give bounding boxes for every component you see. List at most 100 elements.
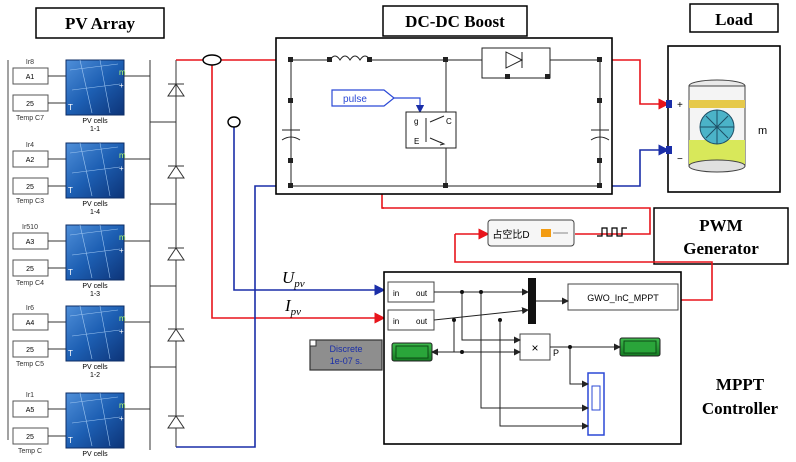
title-load: Load xyxy=(689,3,779,33)
svg-text:m: m xyxy=(119,233,126,242)
inductor-icon xyxy=(329,55,371,61)
svg-text:Ir4: Ir4 xyxy=(26,142,34,149)
svg-text:MPPT: MPPT xyxy=(716,375,765,394)
svg-text:25: 25 xyxy=(26,266,34,273)
svg-text:PV Array: PV Array xyxy=(65,14,136,33)
connection-port xyxy=(227,116,241,128)
svg-text:Generator: Generator xyxy=(683,239,759,258)
svg-text:PV cells: PV cells xyxy=(82,364,108,371)
svg-text:Ir6: Ir6 xyxy=(26,305,34,312)
svg-text:A1: A1 xyxy=(26,74,35,81)
pv-array-group: Ir8 A1 25 Temp C7 m + T PV cells 1-1 Ir4… xyxy=(7,59,185,458)
title-pv-array: PV Array xyxy=(35,7,165,39)
gwo-inc-mppt-block xyxy=(567,283,679,311)
pv-panel-icon xyxy=(65,392,125,449)
svg-text:+: + xyxy=(119,81,124,90)
powergui-block[interactable]: Discrete 1e-07 s. xyxy=(309,339,383,371)
pv-cell-4[interactable]: Ir6 A4 25 Temp C5 m + T PV cells 1-2 xyxy=(12,305,126,379)
svg-text:+: + xyxy=(677,100,683,111)
diode-icon xyxy=(167,415,185,429)
title-dcdc-boost: DC-DC Boost xyxy=(382,5,528,37)
svg-text:GWO_InC_MPPT: GWO_InC_MPPT xyxy=(587,293,659,303)
bypass-diodes xyxy=(124,60,185,450)
output-capacitor-icon xyxy=(590,129,610,141)
svg-text:PWM: PWM xyxy=(699,216,742,235)
pulse-goto-tag[interactable]: pulse xyxy=(331,89,395,107)
svg-text:1-3: 1-3 xyxy=(90,291,100,298)
svg-text:A5: A5 xyxy=(26,407,35,414)
upv-label: Upv xyxy=(282,268,305,290)
diode-icon xyxy=(167,70,185,112)
svg-text:Temp C5: Temp C5 xyxy=(16,361,44,368)
diode-icon xyxy=(167,247,185,261)
pv-cell-2[interactable]: Ir4 A2 25 Temp C3 m + T PV cells 1-4 xyxy=(12,142,126,216)
svg-text:T: T xyxy=(68,436,73,445)
pv-cell-1[interactable]: Ir8 A1 25 Temp C7 m + T PV cells 1-1 xyxy=(12,59,126,133)
svg-text:+: + xyxy=(119,164,124,173)
svg-text:1-1: 1-1 xyxy=(90,126,100,133)
svg-text:25: 25 xyxy=(26,184,34,191)
svg-text:m: m xyxy=(758,125,767,137)
svg-text:Controller: Controller xyxy=(702,399,779,418)
svg-text:pulse: pulse xyxy=(343,94,367,105)
product-block xyxy=(519,333,551,361)
diode-icon xyxy=(167,328,185,342)
pv-panel-icon xyxy=(65,59,125,116)
svg-text:m: m xyxy=(119,151,126,160)
svg-text:Ir510: Ir510 xyxy=(22,224,38,231)
svg-text:25: 25 xyxy=(26,347,34,354)
pv-cell-3[interactable]: Ir510 A3 25 Temp C4 m + T PV cells 1-3 xyxy=(12,224,126,298)
svg-text:PV cells: PV cells xyxy=(82,118,108,125)
svg-text:Temp C: Temp C xyxy=(18,448,42,455)
pwm-wave-icon xyxy=(597,227,627,237)
svg-text:Ir1: Ir1 xyxy=(26,392,34,399)
pv-panel-icon xyxy=(65,305,125,362)
svg-text:PV cells: PV cells xyxy=(82,451,108,458)
svg-text:25: 25 xyxy=(26,434,34,441)
svg-text:m: m xyxy=(119,68,126,77)
svg-text:Temp C3: Temp C3 xyxy=(16,198,44,205)
load-block[interactable]: + − m xyxy=(666,45,781,193)
pwm-duty-block[interactable]: 占空比D xyxy=(487,219,575,247)
mppt-controller[interactable]: in out in out GWO_InC_MPPT × P xyxy=(383,271,682,445)
title-pwm-generator: PWM Generator xyxy=(653,207,789,265)
svg-text:T: T xyxy=(68,349,73,358)
connection-port xyxy=(202,54,222,66)
svg-text:Discrete: Discrete xyxy=(329,344,362,354)
svg-text:1-2: 1-2 xyxy=(90,372,100,379)
svg-text:T: T xyxy=(68,103,73,112)
svg-text:m: m xyxy=(119,401,126,410)
svg-text:in: in xyxy=(393,317,399,326)
svg-text:PV cells: PV cells xyxy=(82,283,108,290)
svg-text:g: g xyxy=(414,117,418,126)
svg-text:DC-DC Boost: DC-DC Boost xyxy=(405,12,505,31)
diode-icon xyxy=(167,165,185,179)
svg-text:1e-07 s.: 1e-07 s. xyxy=(330,356,363,366)
boost-converter[interactable]: pulse g E C xyxy=(275,37,613,195)
svg-text:−: − xyxy=(677,154,683,165)
svg-text:m: m xyxy=(119,314,126,323)
svg-text:25: 25 xyxy=(26,101,34,108)
igbt-switch-icon[interactable]: g E C xyxy=(405,111,457,149)
svg-text:C: C xyxy=(446,117,452,126)
svg-text:P: P xyxy=(553,348,559,358)
svg-text:1-4: 1-4 xyxy=(90,209,100,216)
title-mppt-controller: MPPT Controller xyxy=(702,375,779,418)
pv-cell-5[interactable]: Ir1 A5 25 Temp C m + T PV cells xyxy=(12,392,126,458)
svg-text:×: × xyxy=(531,341,538,355)
svg-text:T: T xyxy=(68,186,73,195)
input-capacitor-icon xyxy=(281,129,301,141)
svg-text:+: + xyxy=(119,414,124,423)
svg-text:Temp C7: Temp C7 xyxy=(16,115,44,122)
svg-text:+: + xyxy=(119,327,124,336)
svg-text:+: + xyxy=(119,246,124,255)
svg-text:A3: A3 xyxy=(26,239,35,246)
boost-diode-icon xyxy=(505,51,524,69)
svg-text:E: E xyxy=(414,137,419,146)
svg-text:out: out xyxy=(416,317,428,326)
svg-text:T: T xyxy=(68,268,73,277)
mux-block xyxy=(528,278,536,324)
battery-load-icon xyxy=(688,79,746,173)
pv-panel-icon xyxy=(65,142,125,199)
